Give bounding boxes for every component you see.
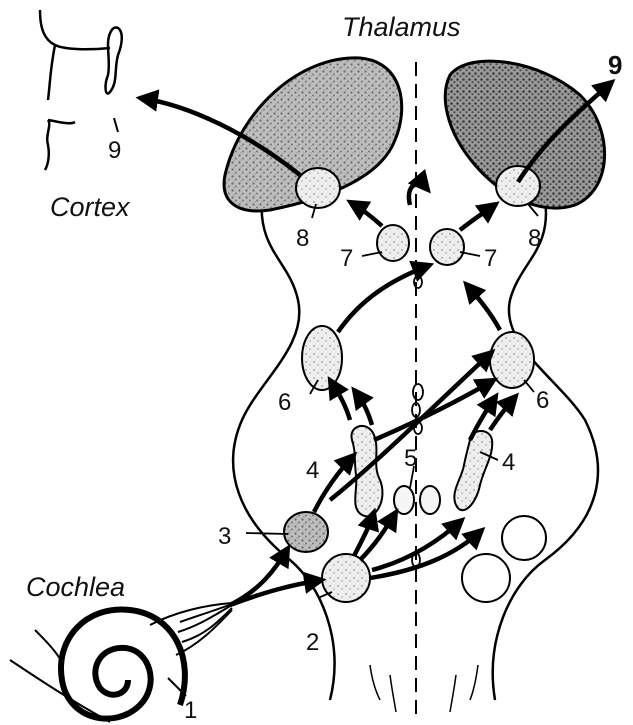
arrow-6-right-to-7-right — [466, 284, 500, 330]
nucleus-5-right — [420, 486, 440, 514]
cochlea-label: Cochlea — [26, 572, 125, 602]
cochlea-spiral — [10, 603, 232, 722]
cortex-9-pointer — [114, 118, 118, 132]
label-8-right: 8 — [528, 225, 541, 252]
arrow-midline-loop — [409, 184, 428, 205]
arrow-7-right-to-8-right — [460, 204, 496, 230]
label-5: 5 — [404, 445, 417, 472]
label-9-left: 9 — [108, 137, 121, 164]
thalamus-label: Thalamus — [342, 12, 461, 42]
label-6-left: 6 — [278, 389, 291, 416]
nucleus-4-right — [454, 431, 492, 510]
label-4-left: 4 — [306, 457, 319, 484]
label-9-right: 9 — [608, 50, 622, 80]
right-circle-top — [502, 516, 546, 560]
nucleus-2 — [322, 554, 370, 602]
arrow-4-left-to-6-left-b — [354, 390, 372, 425]
label-6-right: 6 — [536, 387, 549, 414]
label-7-right: 7 — [484, 245, 497, 272]
arrow-7-left-to-8-left — [350, 202, 382, 226]
nucleus-5-left — [394, 486, 414, 514]
label-1: 1 — [184, 697, 197, 724]
nucleus-6-right — [490, 332, 534, 388]
nucleus-3 — [284, 512, 328, 552]
arrow-cochlea-to-2 — [230, 580, 322, 605]
label-3: 3 — [218, 523, 231, 550]
bottom-fibers — [370, 665, 478, 712]
nucleus-6-left — [302, 326, 342, 390]
label-2: 2 — [306, 629, 319, 656]
arrow-6-left-to-7-right — [338, 265, 430, 332]
nucleus-8-right — [496, 166, 540, 206]
cortex-label: Cortex — [50, 192, 131, 222]
arrow-4-left-to-6-left — [330, 380, 350, 420]
label-7-left: 7 — [340, 245, 353, 272]
nucleus-7-left — [377, 225, 409, 261]
label-4-right: 4 — [502, 449, 515, 476]
label-8-left: 8 — [296, 225, 309, 252]
nucleus-7-right — [430, 229, 464, 265]
right-circle-bottom — [462, 554, 510, 602]
nucleus-8-left — [296, 168, 340, 208]
